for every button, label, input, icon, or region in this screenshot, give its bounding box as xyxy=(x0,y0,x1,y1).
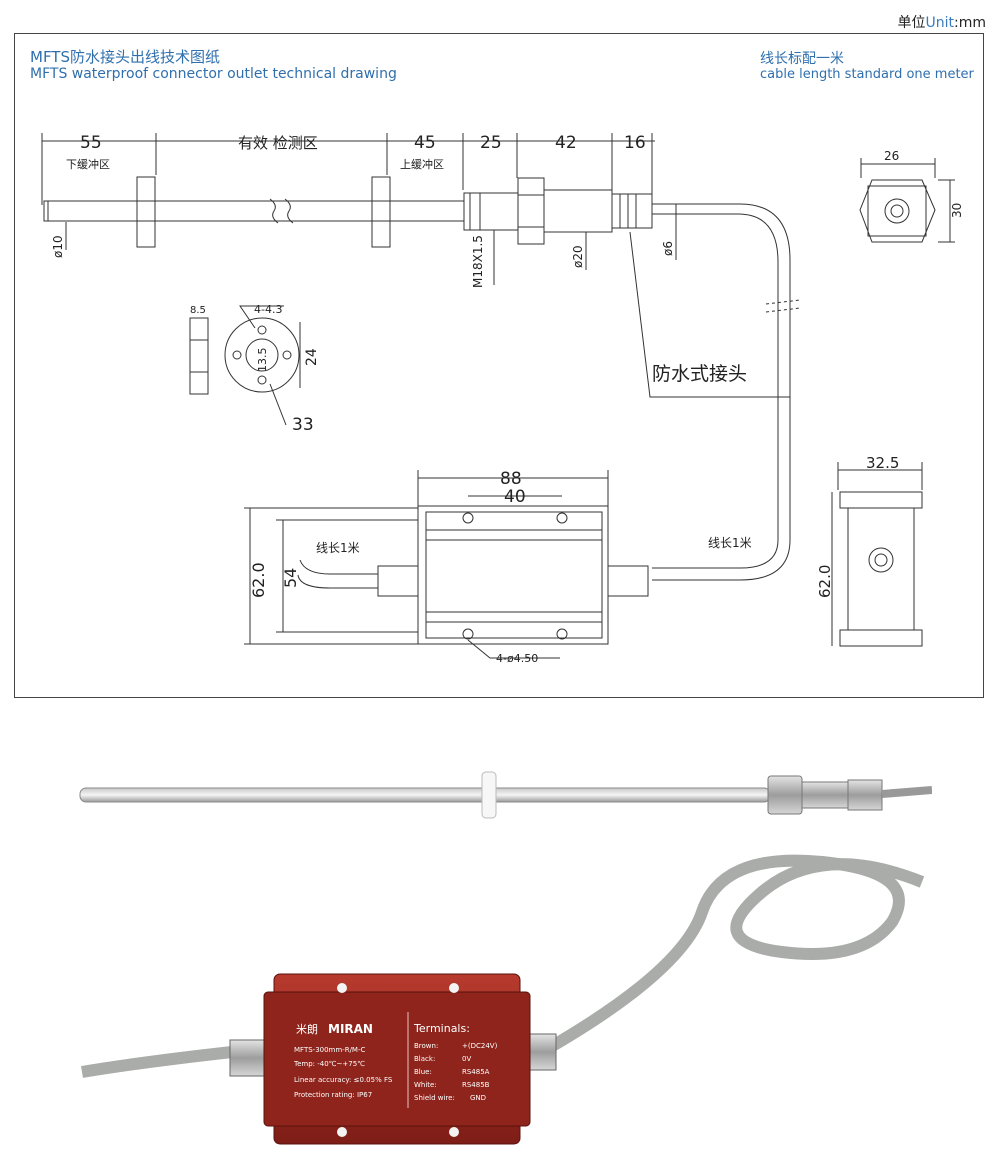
lower-buffer-label: 下缓冲区 xyxy=(66,157,110,171)
terminal-wire: Shield wire: xyxy=(414,1094,455,1102)
hex-nut xyxy=(517,177,545,245)
flange-od-label: 33 xyxy=(292,415,314,435)
waterproof-connector-label: 防水式接头 xyxy=(652,363,747,385)
flange-holes-label: 4-4.3 xyxy=(254,303,282,316)
cable-outer xyxy=(652,203,791,581)
box-hole-spacing-label: 40 xyxy=(504,487,526,507)
terminal-wire: Black: xyxy=(414,1055,435,1063)
probe-rod xyxy=(43,200,465,222)
dim-42: 42 xyxy=(555,133,577,153)
side-height-label: 62.0 xyxy=(816,565,834,598)
photo-temp: Temp: -40℃~+75℃ xyxy=(293,1060,365,1068)
box-gland-right xyxy=(607,565,649,597)
cable-1m-left-label: 线长1米 xyxy=(316,541,360,555)
hex-end-view xyxy=(859,179,936,243)
side-width-label: 32.5 xyxy=(866,454,899,472)
dia-20-label: ø20 xyxy=(571,245,585,268)
terminal-signal: +(DC24V) xyxy=(462,1042,498,1050)
photo-terminal-list: Brown: +(DC24V) Black: 0V Blue: RS485A W… xyxy=(414,1042,498,1102)
unit-sep: : xyxy=(954,15,959,31)
box-side-view xyxy=(847,507,915,631)
terminal-wire: White: xyxy=(414,1081,437,1089)
dim-45: 45 xyxy=(414,133,436,153)
terminal-wire: Blue: xyxy=(414,1068,432,1076)
terminal-signal: 0V xyxy=(462,1055,471,1063)
unit-value: mm xyxy=(958,15,986,31)
hex-height-label: 30 xyxy=(950,203,964,218)
upper-magnet xyxy=(371,176,391,248)
dim-16: 16 xyxy=(624,133,646,153)
dim-55: 55 xyxy=(80,133,102,153)
flange-inner-label: 13.5 xyxy=(256,348,269,373)
leader-waterproof xyxy=(629,231,790,398)
photo-brand-en: MIRAN xyxy=(328,1022,373,1036)
cable-1m-right-label: 线长1米 xyxy=(708,536,752,550)
hex-width-label: 26 xyxy=(884,149,899,163)
photo-protection: Protection rating: IP67 xyxy=(294,1091,372,1099)
photo-cable xyxy=(539,854,925,1058)
dim-25: 25 xyxy=(480,133,502,153)
flange-thick-label: 8.5 xyxy=(190,305,206,316)
upper-buffer-label: 上缓冲区 xyxy=(400,157,444,171)
flange-front xyxy=(224,317,300,393)
terminal-signal: RS485B xyxy=(462,1081,490,1089)
photo-probe-rod xyxy=(79,787,771,803)
product-photo: 米朗 MIRAN MFTS-300mm-R/M-C Temp: -40℃~+75… xyxy=(79,771,932,1145)
photo-accuracy: Linear accuracy: ≤0.05% FS xyxy=(294,1076,393,1084)
terminal-signal: RS485A xyxy=(462,1068,490,1076)
box-height-outer-label: 62.0 xyxy=(249,562,268,598)
terminal-wire: Brown: xyxy=(414,1042,438,1050)
technical-drawing: 55 有效 检测区 45 25 42 16 下缓冲区 上缓冲区 ø10 M18X… xyxy=(41,133,964,665)
drawing-frame xyxy=(14,33,984,698)
photo-brand-cn: 米朗 xyxy=(296,1023,318,1036)
box-gland-left xyxy=(377,565,419,597)
flange-section xyxy=(189,317,209,395)
cable-inner xyxy=(652,213,779,569)
box-height-inner-label: 54 xyxy=(281,568,300,588)
unit-cn: 单位 xyxy=(897,15,926,31)
flange-pcd-label: 24 xyxy=(304,348,320,366)
photo-magnet xyxy=(481,771,497,819)
note-en: cable length standard one meter xyxy=(760,67,974,82)
effective-zone-label: 有效 检测区 xyxy=(238,134,318,152)
box-length-label: 88 xyxy=(500,469,522,489)
photo-hex-nut xyxy=(767,775,803,815)
electronics-box xyxy=(417,505,609,645)
thread-section xyxy=(463,192,519,231)
terminal-signal: GND xyxy=(470,1094,486,1102)
title-cn: MFTS防水接头出线技术图纸 xyxy=(30,48,220,66)
title-en: MFTS waterproof connector outlet technic… xyxy=(30,66,397,82)
photo-model: MFTS-300mm-R/M-C xyxy=(294,1046,366,1054)
unit-en: Unit xyxy=(925,15,955,31)
photo-terminals-title: Terminals: xyxy=(413,1022,470,1035)
box-holes-label: 4-ø4.50 xyxy=(496,652,538,665)
dia-10-label: ø10 xyxy=(51,235,65,258)
note-cn: 线长标配一米 xyxy=(760,51,844,67)
thread-label: M18X1.5 xyxy=(471,235,485,288)
lower-magnet xyxy=(136,176,156,248)
dia-6-label: ø6 xyxy=(661,241,675,256)
photo-gland xyxy=(847,779,883,811)
unit-label: 单位Unit:mm xyxy=(898,12,987,32)
cable-gland xyxy=(611,193,653,229)
housing xyxy=(543,189,613,233)
